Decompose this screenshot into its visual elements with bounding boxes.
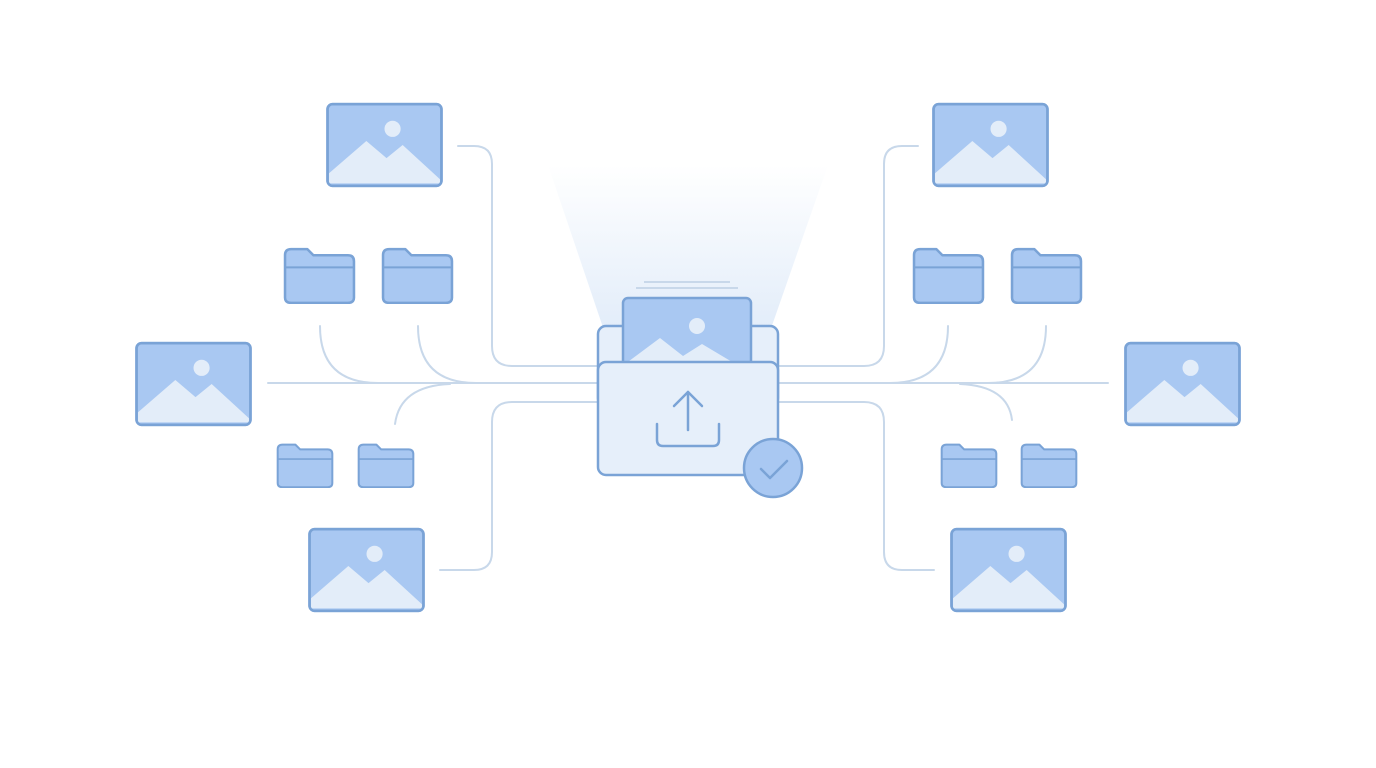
connector-top-right-photo [777, 145, 919, 367]
folder-icon [283, 247, 356, 304]
folder-icon [381, 247, 454, 304]
folder-icon [940, 443, 998, 488]
folder-icon [1020, 443, 1078, 488]
connector-bottom-left-photo [439, 401, 601, 571]
connector-bottom-right-photo [777, 401, 935, 571]
folder-icon [276, 443, 334, 488]
image-icon [932, 102, 1049, 188]
image-icon [308, 527, 425, 613]
image-icon [950, 527, 1067, 613]
connector-folder-1 [319, 325, 379, 384]
connector-folder-7 [959, 383, 1013, 421]
folder-icon [357, 443, 415, 488]
connector-top-left-photo [457, 145, 601, 367]
image-icon [135, 341, 252, 427]
connector-folder-3 [394, 383, 451, 425]
connector-folder-6 [987, 325, 1047, 384]
folder-upload-icon [596, 281, 804, 499]
image-icon [326, 102, 443, 188]
folder-icon [912, 247, 985, 304]
connector-lines [267, 145, 1109, 571]
image-icon [1124, 341, 1241, 427]
connector-folder-2 [417, 325, 477, 384]
light-beam [548, 165, 828, 360]
check-circle-icon [742, 437, 804, 499]
upload-arrow-icon [655, 390, 721, 448]
connector-folder-5 [889, 325, 949, 384]
folder-icon [1010, 247, 1083, 304]
